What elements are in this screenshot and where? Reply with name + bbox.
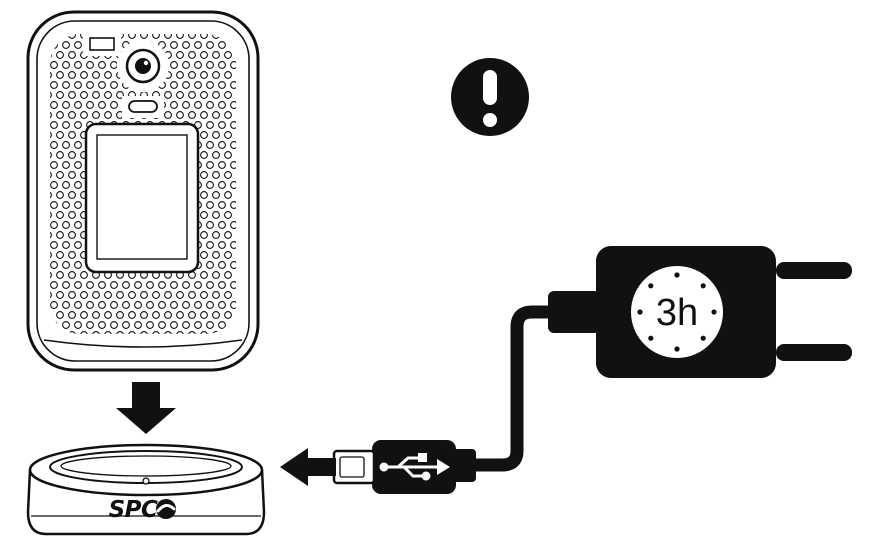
- charging-dock: SPC: [26, 443, 266, 536]
- usb-icon-upper-branch: [396, 456, 419, 469]
- screen-display: [96, 134, 188, 260]
- plug-prong-top: [776, 262, 852, 279]
- sensor-window: [89, 37, 115, 51]
- warning-icon: [451, 58, 529, 136]
- usb-icon-lower-branch: [402, 465, 423, 478]
- dock-brand-text: SPC: [109, 497, 158, 523]
- plug-prong-bottom: [776, 344, 852, 361]
- cable-strain-relief: [548, 291, 600, 333]
- cable-plug-boot: [452, 449, 476, 482]
- exclamation-dot: [483, 113, 497, 127]
- tick-dot: [648, 283, 654, 289]
- camera-lens: [117, 40, 169, 92]
- tick-dot: [674, 346, 680, 352]
- external-screen: [84, 122, 200, 274]
- camera-glint: [143, 60, 149, 66]
- charge-time-label: 3h: [656, 292, 698, 334]
- spc-logo: SPC: [109, 497, 176, 523]
- tick-dot: [648, 335, 654, 341]
- usb-icon-square: [418, 453, 427, 462]
- exclamation-bar: [483, 70, 497, 105]
- tick-dot: [711, 309, 717, 315]
- timer-ticks: [637, 272, 717, 352]
- screen-bezel: [84, 122, 200, 274]
- usb-icon-circle: [421, 471, 431, 481]
- tick-dot: [700, 283, 706, 289]
- tick-dot: [700, 335, 706, 341]
- camera-pupil: [135, 58, 151, 74]
- dock-top-surface: [28, 443, 264, 497]
- power-adapter: 3h: [596, 246, 852, 378]
- dock-recess-inner: [60, 455, 232, 477]
- notification-slot: [128, 100, 158, 113]
- usb-icon-arrowhead: [437, 459, 450, 475]
- tick-dot: [674, 272, 680, 278]
- usb-icon: [379, 453, 450, 481]
- left-arrow-icon: [280, 448, 336, 486]
- spc-logo-mark: [156, 499, 176, 519]
- phone-inner-outline: [36, 20, 250, 362]
- spc-logo-swoosh: [156, 504, 176, 513]
- phone-hinge-seam: [43, 339, 243, 348]
- usb-connector: [332, 440, 456, 494]
- timer-dial-icon: [631, 266, 723, 358]
- tick-dot: [637, 309, 643, 315]
- usb-tip-detail: [339, 456, 365, 478]
- cable-cord: [468, 305, 552, 472]
- dock-charge-pin: [142, 477, 150, 485]
- flip-phone: [26, 10, 260, 372]
- down-arrow-icon: [116, 382, 176, 434]
- usb-cable: [452, 291, 600, 482]
- usb-icon-tail: [379, 462, 389, 472]
